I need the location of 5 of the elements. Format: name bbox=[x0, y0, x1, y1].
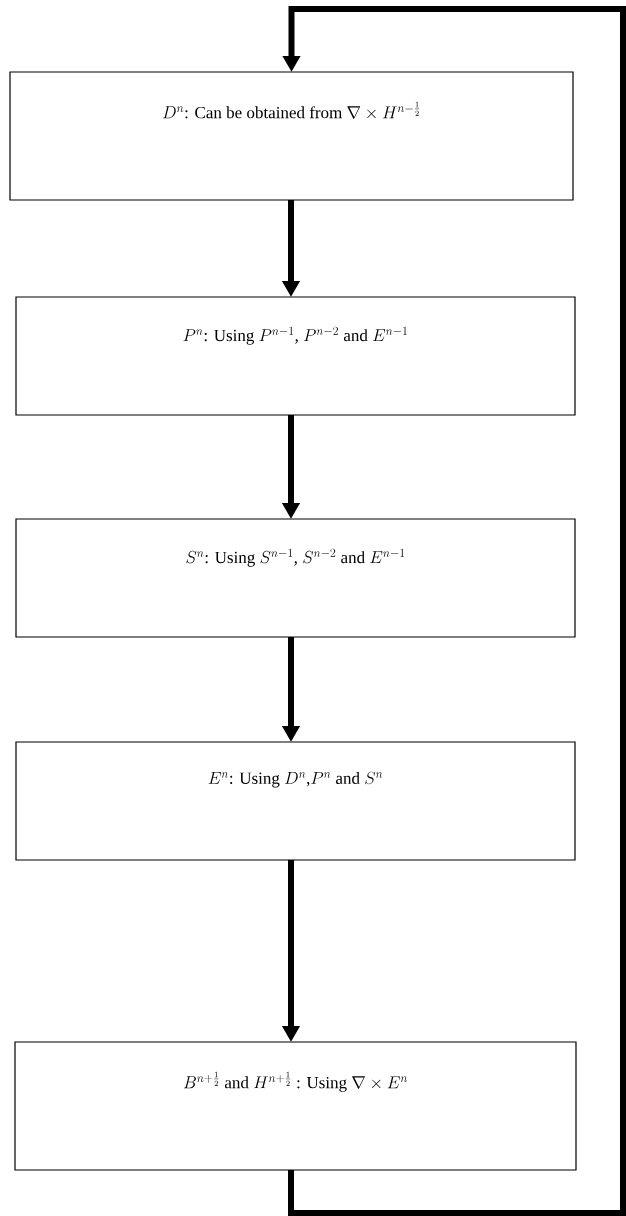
process-box: $E^{n}\text{: Using }D^{n}\text{,}P^{n}\text{ and }S^{n}$ bbox=[15, 741, 576, 861]
process-box: $D^{n}\text{: Can be obtained from }\nabla\times H^{n-\frac{1}{2}}$ bbox=[9, 71, 574, 201]
process-box: $S^{n}\text{: Using }S^{n-1}\text{, }S^{n-2}\text{ and }E^{n-1}$ bbox=[15, 518, 576, 638]
process-box: $B^{n+\frac{1}{2}}\text{ and }H^{n+\frac{1}{2}}\text{ : Using }\nabla\times E^{n}$ bbox=[14, 1041, 577, 1171]
process-box: $P^{n}\text{: Using }P^{n-1}\text{, }P^{n-2}\text{ and }E^{n-1}$ bbox=[15, 296, 576, 416]
